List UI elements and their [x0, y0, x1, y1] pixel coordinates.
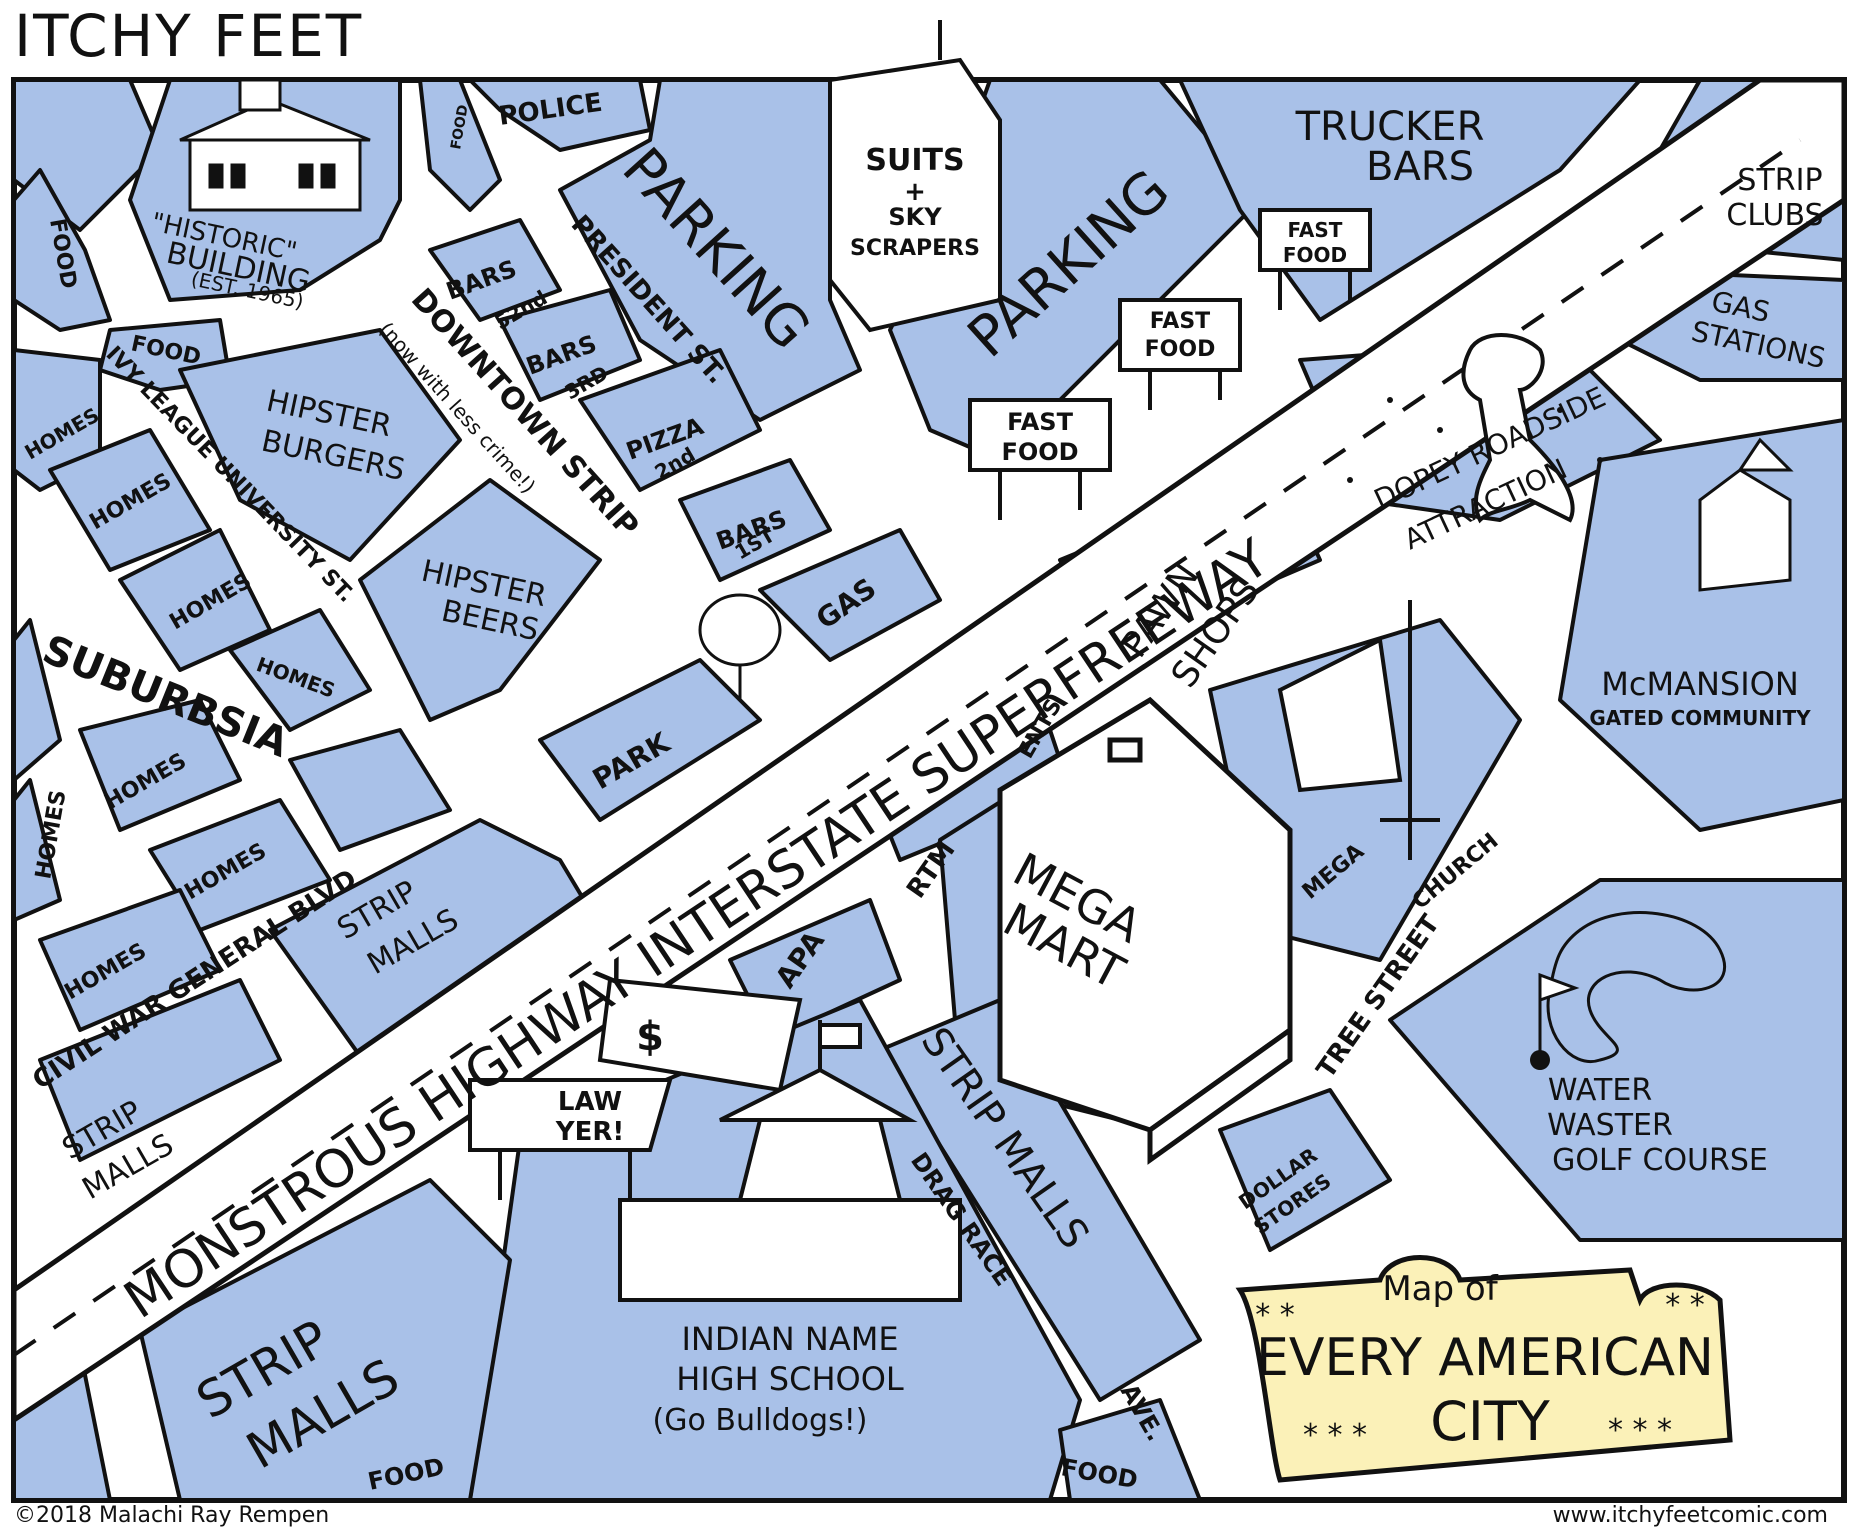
block-gas	[758, 528, 942, 662]
food-label-small: FOOD	[448, 104, 472, 151]
block-homes-5	[14, 618, 62, 782]
law-label-1: LAW	[558, 1087, 622, 1117]
comic-title: ITCHY FEET	[14, 2, 364, 70]
title-sign	[1235, 1255, 1733, 1483]
title-line1: Map of	[1382, 1269, 1498, 1309]
block-homes-9	[14, 778, 62, 922]
skyscraper-icon	[828, 20, 1002, 333]
golf-label-3: GOLF COURSE	[1552, 1143, 1768, 1178]
block-strip-malls-3	[138, 1178, 512, 1500]
school-label-2: HIGH SCHOOL	[676, 1360, 904, 1398]
mcmansion-label-2: GATED COMMUNITY	[1589, 706, 1811, 730]
school-label-3: (Go Bulldogs!)	[653, 1403, 868, 1438]
school-label-1: INDIAN NAME	[681, 1320, 898, 1358]
golf-label-2: WASTER	[1547, 1108, 1673, 1143]
tree-icon	[698, 593, 782, 700]
fast-food-signs	[968, 208, 1372, 520]
block-police	[468, 80, 652, 152]
dinosaur-icon	[1461, 333, 1575, 524]
footer-url: www.itchyfeetcomic.com	[1552, 1503, 1828, 1528]
fast-food-label-1b: FOOD	[1283, 243, 1347, 267]
block-homes-2	[48, 428, 212, 572]
billboards	[468, 977, 803, 1200]
block-homes-3	[118, 528, 272, 672]
fast-food-label-3a: FAST	[1007, 408, 1074, 436]
mcmansion-label-1: McMANSION	[1601, 665, 1799, 703]
block-food-small	[418, 80, 502, 212]
block-bars-3	[678, 458, 832, 582]
block-pizza	[578, 348, 762, 492]
fast-food-label-2b: FOOD	[1145, 337, 1216, 362]
mcmansion-icon	[1698, 437, 1794, 592]
title-stars-left: * *	[1255, 1298, 1295, 1333]
block-golf	[1388, 878, 1844, 1242]
suits-plus: +	[904, 177, 926, 207]
billboard-dollar-icon: $	[636, 1014, 664, 1060]
strip-clubs-label-2: CLUBS	[1726, 198, 1823, 233]
title-line2: EVERY AMERICAN	[1256, 1328, 1714, 1388]
block-hipster-burgers	[178, 328, 462, 562]
block-strip-malls-2	[38, 978, 282, 1162]
block-food-left	[14, 168, 112, 332]
block-bars-2	[498, 288, 642, 402]
suits-label: SUITS	[865, 143, 964, 178]
block-homes-10	[38, 888, 222, 1032]
title-stars-bottom-right: * * *	[1608, 1413, 1672, 1448]
golf-pond	[1546, 911, 1727, 1063]
title-stars-right: * *	[1665, 1288, 1705, 1323]
fast-food-label-3b: FOOD	[1001, 438, 1078, 466]
block-bars-1	[428, 218, 562, 322]
golf-flag-icon	[1538, 972, 1580, 1003]
mega-mart-icon	[997, 696, 1293, 1165]
block-hipster-beers	[358, 478, 602, 722]
footer-copyright: ©2018 Malachi Ray Rempen	[14, 1503, 330, 1528]
golf-label-1: WATER	[1548, 1073, 1652, 1108]
block-dollar	[1218, 1088, 1392, 1252]
fast-food-label-1a: FAST	[1288, 218, 1343, 242]
scrapers-label: SCRAPERS	[850, 236, 980, 261]
school-icon	[618, 1020, 962, 1302]
block-strip-malls-center	[878, 998, 1202, 1402]
block-homes-4	[228, 608, 372, 732]
trucker-bars-label-1: TRUCKER	[1295, 104, 1485, 150]
sky-label: SKY	[888, 203, 942, 231]
church-icon	[1277, 600, 1440, 860]
block-park	[538, 658, 762, 822]
law-label-2: YER!	[555, 1117, 624, 1147]
title-line3: CITY	[1430, 1390, 1551, 1453]
trucker-bars-label-2: BARS	[1366, 144, 1474, 190]
strip-clubs-label-1: STRIP	[1737, 163, 1822, 198]
block-food-bottom	[1058, 1398, 1202, 1500]
block-homes-6	[78, 698, 242, 832]
historic-building-icon	[179, 78, 371, 212]
fast-food-label-2a: FAST	[1150, 309, 1210, 334]
block-homes-8	[288, 728, 452, 852]
title-stars-bottom-left: * * *	[1303, 1418, 1367, 1453]
